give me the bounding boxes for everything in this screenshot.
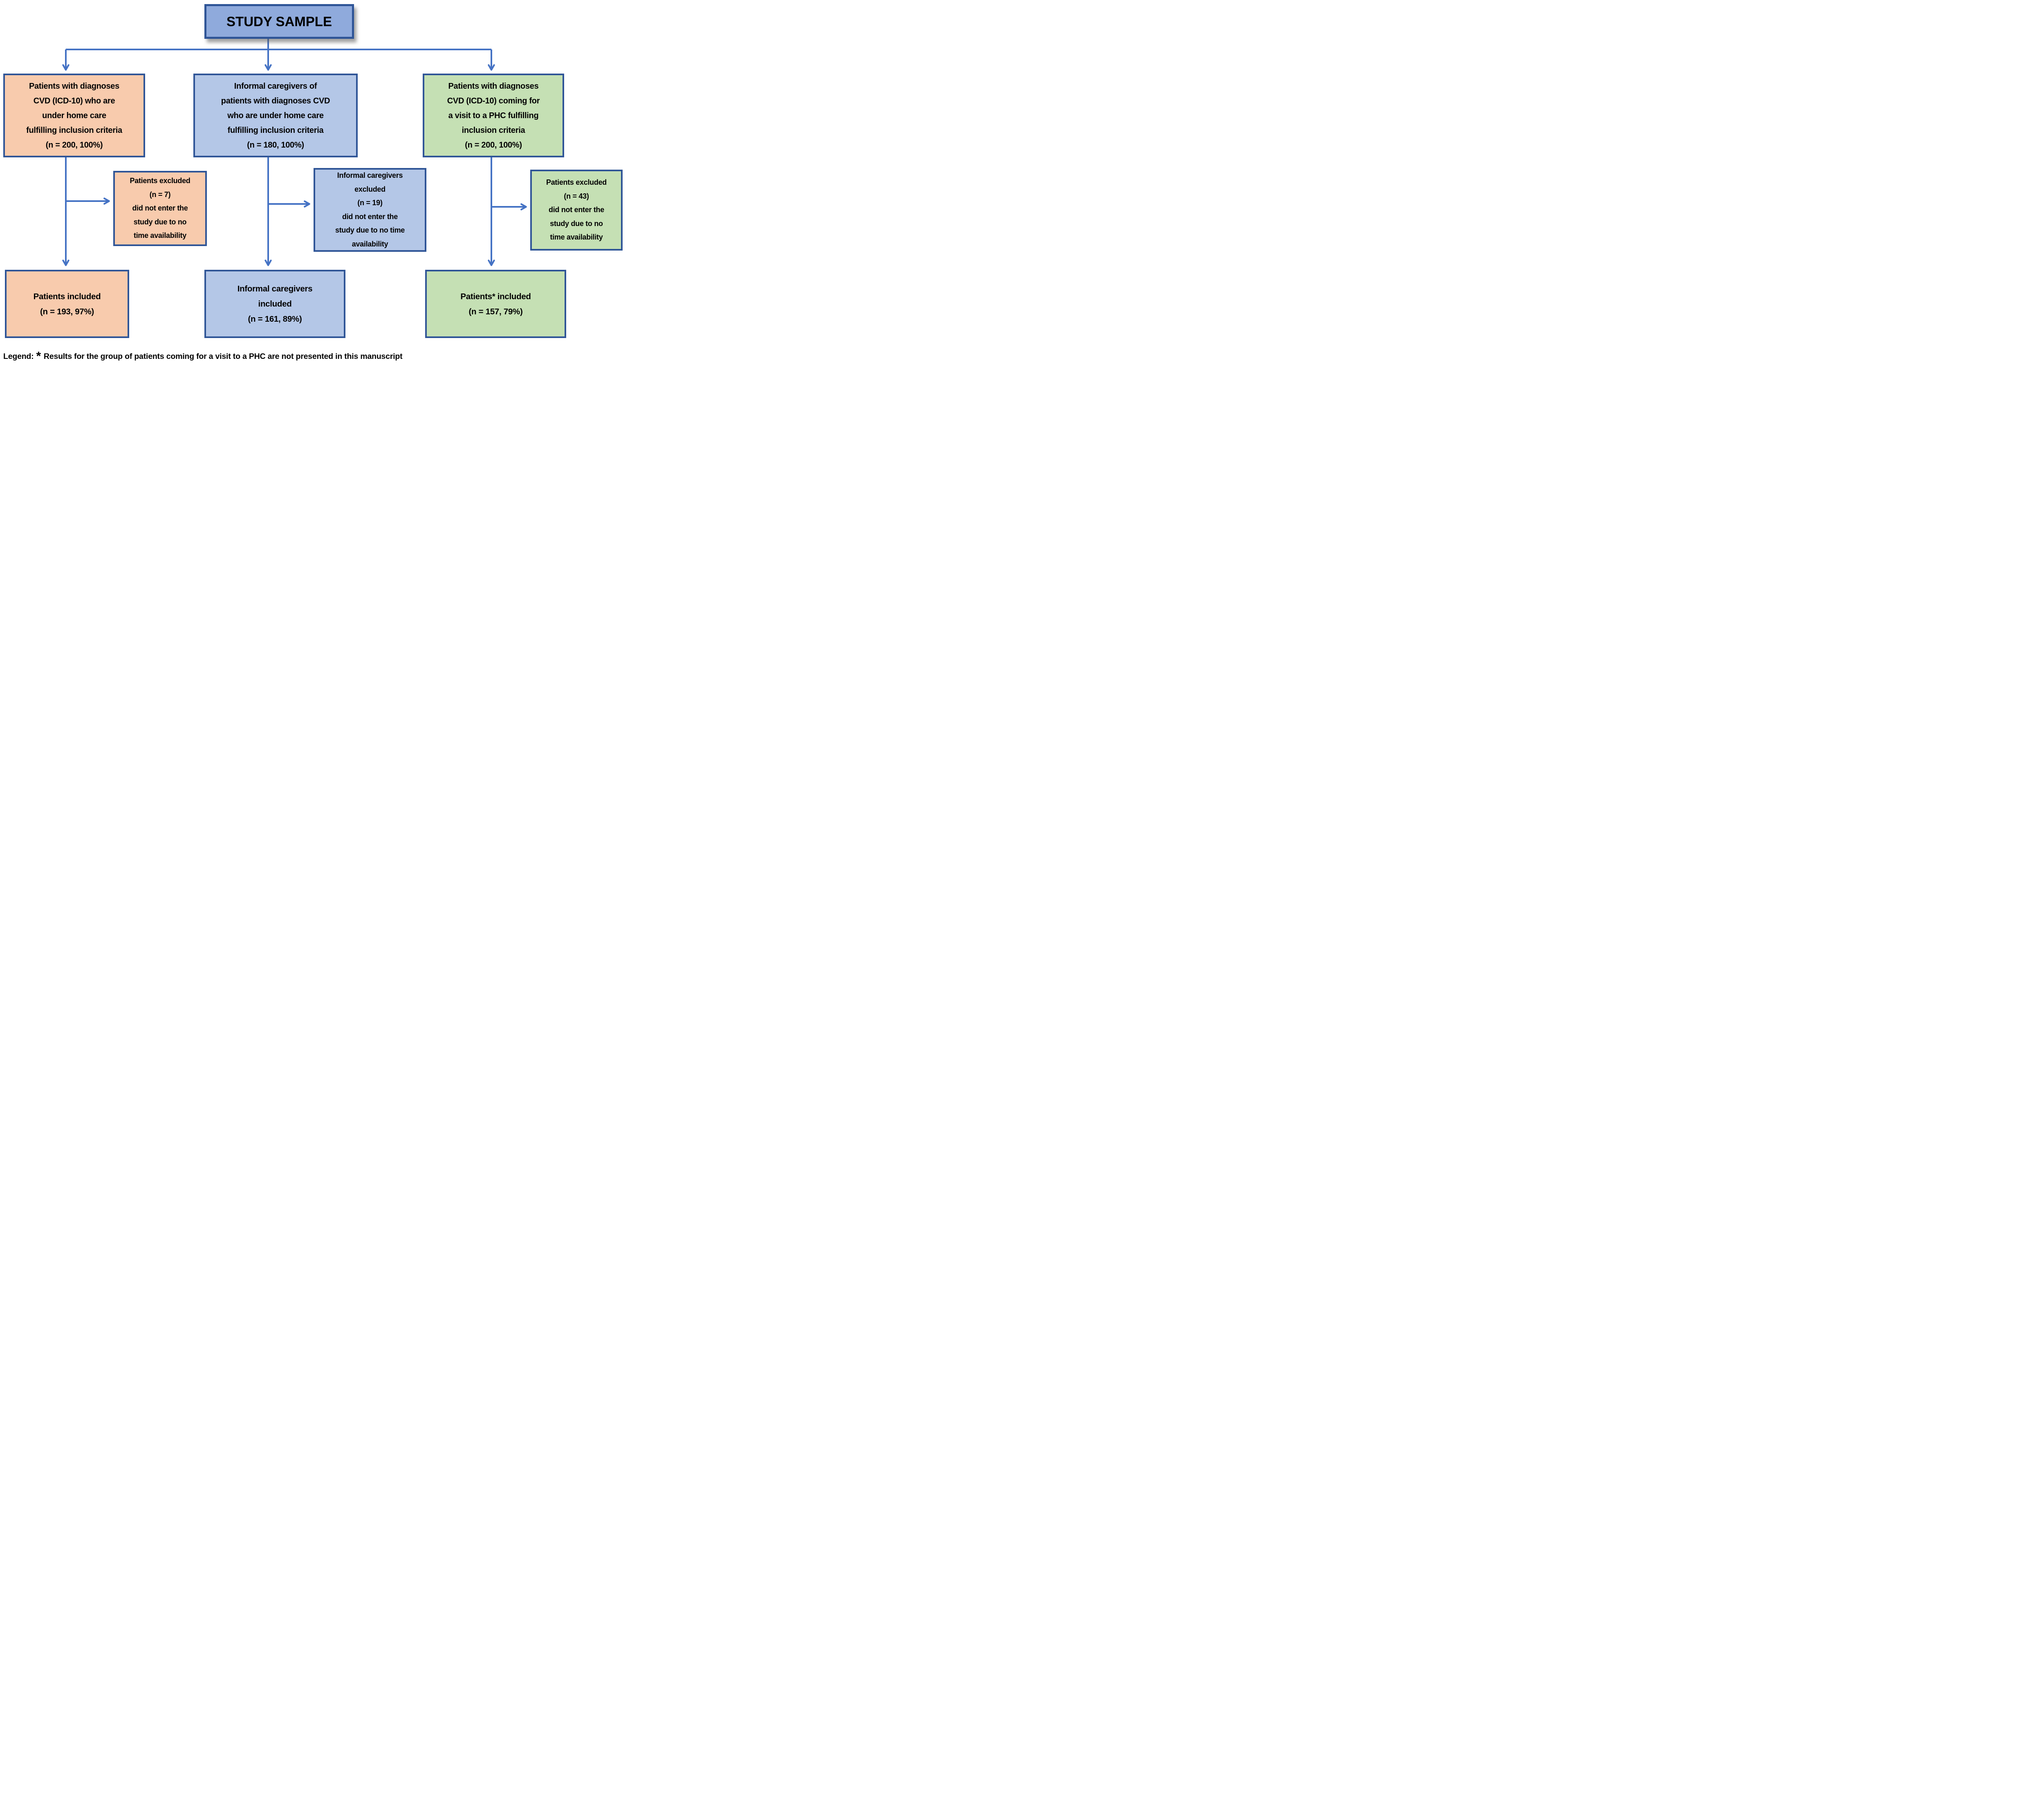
legend-label: Legend: [3, 352, 34, 361]
top-box-patients-phc-visit: Patients with diagnoses CVD (ICD-10) com… [423, 74, 564, 157]
included-box-patients-phc-visit: Patients* included (n = 157, 79%) [425, 270, 566, 338]
legend-text: Results for the group of patients coming… [43, 352, 403, 361]
included-box-patients-home-care: Patients included (n = 193, 97%) [5, 270, 129, 338]
study-sample-flowchart: STUDY SAMPLE Patients with diagnoses CVD… [0, 0, 633, 363]
top-box-informal-caregivers: Informal caregivers of patients with dia… [193, 74, 358, 157]
excluded-box-patients-phc-visit: Patients excluded (n = 43) did not enter… [530, 170, 623, 251]
excluded-box-informal-caregivers: Informal caregivers excluded (n = 19) di… [314, 168, 426, 252]
legend: Legend:*Results for the group of patient… [3, 348, 576, 363]
title-box: STUDY SAMPLE [204, 4, 354, 39]
legend-asterisk: * [36, 349, 41, 363]
flowchart-connectors [62, 39, 527, 266]
included-box-informal-caregivers: Informal caregivers included (n = 161, 8… [204, 270, 345, 338]
excluded-box-patients-home-care: Patients excluded (n = 7) did not enter … [113, 171, 207, 246]
top-box-patients-home-care: Patients with diagnoses CVD (ICD-10) who… [3, 74, 145, 157]
